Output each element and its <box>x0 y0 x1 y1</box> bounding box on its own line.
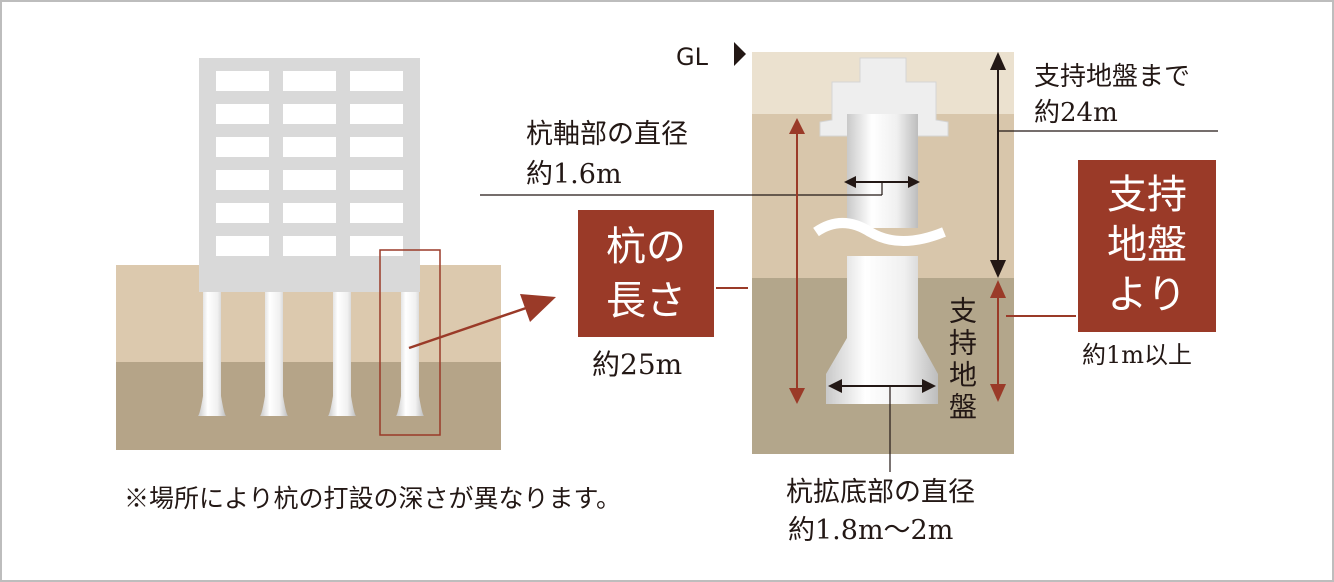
pile-shaft-upper <box>847 114 918 228</box>
building-window <box>350 170 403 190</box>
pile-length-box: 杭の 長さ <box>578 210 714 337</box>
embedment-line3: より <box>1107 272 1187 318</box>
pile-length-title-line2: 長さ <box>606 278 686 324</box>
building-window <box>283 236 336 256</box>
shaft-diameter-value: 約1.6m <box>526 159 622 190</box>
building <box>199 58 420 292</box>
pile-highlight-box <box>379 249 441 436</box>
building-window <box>350 203 403 223</box>
building-window <box>216 71 269 91</box>
building-window <box>216 104 269 124</box>
embedment-line1: 支持 <box>1107 172 1187 218</box>
building-window <box>350 137 403 157</box>
pile-length-title-line1: 杭の <box>606 224 686 270</box>
embedment-arrow <box>990 280 1076 402</box>
building-window <box>216 170 269 190</box>
shaft-diameter-marker <box>480 176 920 196</box>
left-ground <box>116 265 501 450</box>
small-pile <box>396 292 424 416</box>
small-pile <box>328 292 356 416</box>
depth-to-bearing-title: 支持地盤まで <box>1034 62 1191 92</box>
pile-shaft-lower <box>826 256 938 404</box>
building-window <box>283 170 336 190</box>
base-diameter-marker <box>828 379 936 472</box>
small-pile <box>260 292 288 416</box>
building-window <box>283 203 336 223</box>
break-mark <box>813 218 946 246</box>
building-window <box>283 104 336 124</box>
gl-label: GL <box>676 43 708 71</box>
building-window <box>283 71 336 91</box>
small-piles <box>198 292 424 416</box>
building-window <box>350 71 403 91</box>
building-window <box>216 236 269 256</box>
base-diameter-value: 約1.8m～2m <box>788 515 954 546</box>
pile-length-arrow <box>716 118 805 404</box>
embedment-box: 支持 地盤 より <box>1078 160 1216 332</box>
building-windows <box>216 71 403 256</box>
depth-to-bearing-value: 約24m <box>1034 98 1118 128</box>
bearing-soil-layer <box>116 362 501 450</box>
building-window <box>350 236 403 256</box>
building-window <box>350 104 403 124</box>
embedment-value: 約1m以上 <box>1082 341 1193 369</box>
large-pile <box>813 57 949 404</box>
footnote: ※場所により杭の打設の深さが異なります。 <box>124 484 622 513</box>
small-pile <box>198 292 226 416</box>
pile-length-value: 約25m <box>592 348 683 381</box>
shaft-diameter-title: 杭軸部の直径 <box>526 119 688 150</box>
embedment-line2: 地盤 <box>1107 222 1187 268</box>
depth-to-bearing-arrow <box>990 52 1218 278</box>
building-window <box>283 137 336 157</box>
base-diameter-title: 杭拡底部の直径 <box>786 477 975 508</box>
building-window <box>216 137 269 157</box>
bearing-layer-label: 支持地盤 <box>945 296 978 424</box>
gl-marker-icon <box>734 42 746 66</box>
building-window <box>216 203 269 223</box>
zoom-arrow <box>408 294 556 350</box>
